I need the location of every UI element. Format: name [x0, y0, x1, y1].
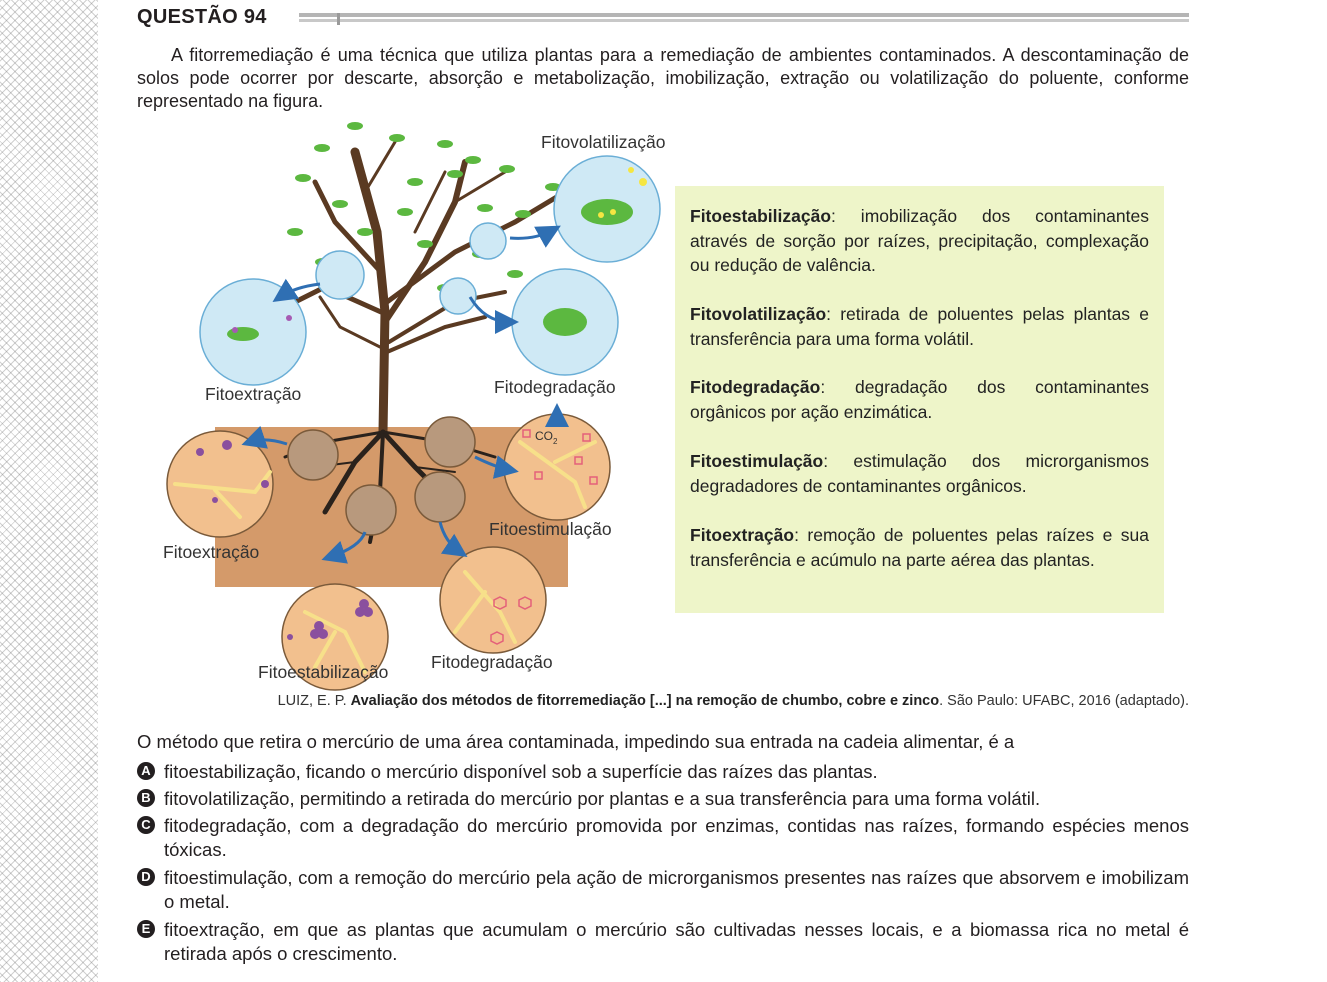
soil-bubble-4 [414, 471, 466, 523]
definition-item: Fitovolatilização: retirada de poluentes… [690, 304, 1149, 349]
header-rule [299, 13, 1189, 17]
small-bubble-right [469, 222, 507, 260]
question-stem: O método que retira o mercúrio de uma ár… [137, 731, 1015, 752]
label-fitoextracao-bottom: Fitoextração [163, 542, 260, 562]
definition-item: Fitoextração: remoção de poluentes pelas… [690, 525, 1149, 570]
small-bubble-mid [439, 277, 477, 315]
option-text: fitoextração, em que as plantas que acum… [164, 919, 1189, 964]
figure-citation: LUIZ, E. P. Avaliação dos métodos de fit… [277, 693, 1189, 709]
option-d[interactable]: D fitoestimulação, com a remoção do merc… [137, 866, 1189, 914]
option-e[interactable]: E fitoextração, em que as plantas que ac… [137, 918, 1189, 966]
option-text: fitodegradação, com a degradação do merc… [164, 815, 1189, 860]
definition-item: Fitoestabilização: imobilização dos cont… [690, 206, 1149, 275]
option-text: fitoestabilização, ficando o mercúrio di… [164, 761, 878, 782]
option-letter-badge: D [137, 868, 155, 886]
soil-bubble-3 [345, 484, 397, 536]
option-text: fitovolatilização, permitindo a retirada… [164, 788, 1041, 809]
option-b[interactable]: B fitovolatilização, permitindo a retira… [137, 787, 1189, 811]
label-fitodegradacao-bottom: Fitodegradação [431, 652, 553, 672]
option-letter-badge: A [137, 762, 155, 780]
option-letter-badge: B [137, 789, 155, 807]
option-text: fitoestimulação, com a remoção do mercúr… [164, 867, 1189, 912]
option-letter-badge: C [137, 816, 155, 834]
intro-paragraph: A fitorremediação é uma técnica que util… [137, 45, 1189, 111]
extraction-bubble-bottom [166, 430, 274, 538]
option-a[interactable]: A fitoestabilização, ficando o mercúrio … [137, 760, 1189, 784]
header-rule-secondary [299, 19, 1189, 22]
small-bubble-left [315, 250, 365, 300]
tree-trunk [222, 140, 568, 437]
decorative-side-strip [0, 0, 98, 982]
label-fitodegradacao-top: Fitodegradação [494, 377, 616, 397]
header-rule-tick [337, 13, 340, 25]
label-fitovolatilizacao: Fitovolatilização [541, 132, 666, 152]
question-number: QUESTÃO 94 [137, 6, 267, 28]
definition-item: Fitodegradação: degradação dos contamina… [690, 377, 1149, 422]
question-header: QUESTÃO 94 [137, 4, 1189, 30]
label-fitoestabilizacao: Fitoestabilização [258, 662, 389, 682]
co2-label: CO2 [535, 429, 558, 446]
definition-item: Fitoestimulação: estimulação dos microrg… [690, 451, 1149, 496]
label-fitoextracao-top: Fitoextração [205, 384, 302, 404]
phytoremediation-figure: CO2 Fitovolatilização Fitoextração Fitod… [155, 112, 695, 692]
tree-illustration: CO2 [166, 122, 661, 691]
option-letter-badge: E [137, 920, 155, 938]
soil-bubble-1 [287, 429, 339, 481]
process-arrows [241, 225, 569, 564]
definitions-box: Fitoestabilização: imobilização dos cont… [675, 186, 1164, 613]
soil-bubble-2 [424, 416, 476, 468]
option-c[interactable]: C fitodegradação, com a degradação do me… [137, 814, 1189, 862]
tree-leaves [257, 122, 561, 306]
label-fitoestimulacao: Fitoestimulação [489, 519, 612, 539]
